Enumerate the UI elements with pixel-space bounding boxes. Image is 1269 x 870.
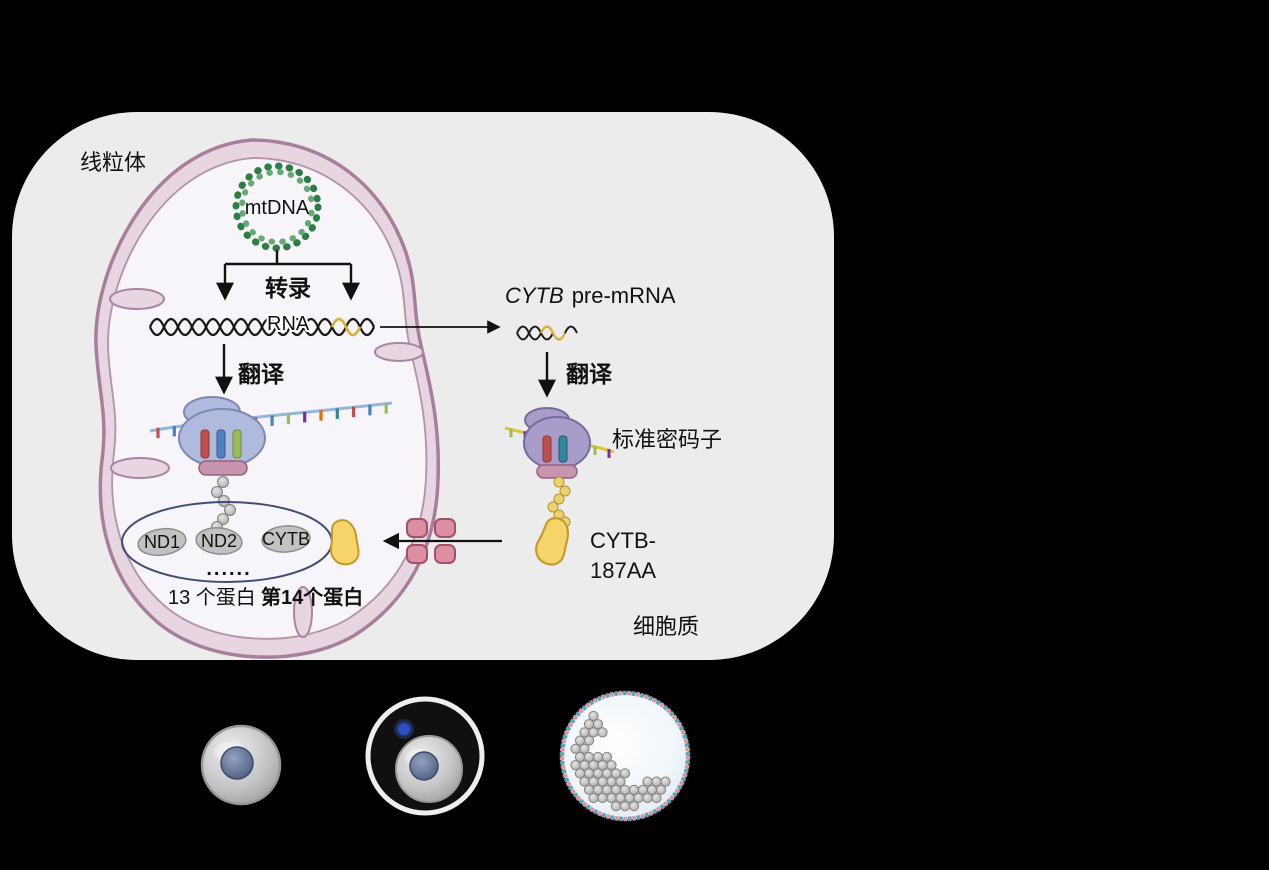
trna-2 [216,429,226,459]
ribosome-left [149,396,393,533]
trna-right-2 [558,435,568,463]
trna-3 [232,429,242,459]
translation-label-left: 翻译 [238,361,285,387]
cell-c-granule-cluster [570,710,671,812]
ribosome-small-subunit-right [536,464,578,479]
cell-a-nucleus [220,746,254,780]
cristae [109,288,424,638]
transcription-arrows [216,250,360,301]
ribosome-small-subunit [198,460,248,476]
protein-bean-nd2 [195,527,243,555]
channel-subunit-3 [406,544,428,564]
transcription-label: 转录 [265,275,311,301]
squiggle-yellow [539,325,567,341]
translation-label-right: 翻译 [566,361,613,387]
mtdna-plasmid: mtDNA [232,162,322,252]
squiggle-strand-2 [516,325,554,341]
protein-bean-cytb [261,525,311,553]
nascent-peptide-gray [211,476,236,533]
rna-label: RNA [267,313,310,335]
protein-bean-nd1 [137,527,187,557]
trna-1 [200,429,210,459]
membrane-channel [406,518,456,564]
rna-helix [148,317,376,337]
nascent-peptide-yellow [547,476,571,528]
mtdna-label: mtDNA [245,197,310,219]
protein-set-ellipse: ND1 ND2 CYTB ...... [121,501,333,583]
cell-c-membrane-pink-dots [559,690,691,822]
cell-b-blue-dot [396,721,412,737]
trna-right-1 [542,435,552,463]
pre-mrna-squiggle [516,325,578,341]
mtdna-ring-outer [232,162,322,252]
channel-subunit-4 [434,544,456,564]
ribosome-right [504,407,615,528]
mitochondrion-label: 线粒体 [80,150,146,175]
cytb-187aa-line2: 187AA [590,558,656,583]
cytoplasm-label: 细胞质 [633,614,699,639]
cell-b-nucleus [409,751,439,781]
rna-yellow-segment-2 [344,326,362,337]
cell-illustration-c [559,690,691,822]
cell-c-membrane-teal-dots [559,690,691,822]
cell-illustration-a [200,724,282,806]
pre-mrna-text: pre-mRNA [572,283,676,308]
channel-subunit-2 [434,518,456,538]
nd1-label: ND1 [144,532,180,552]
nd2-label: ND2 [201,531,237,551]
cytb-protein-cytosol [535,517,569,566]
cytb-187aa-line1: CYTB- [590,528,656,553]
cytb-protein-imported [329,519,360,566]
cell-illustration-b [365,696,485,816]
mitochondrion-inner-membrane [107,156,428,640]
thirteen-proteins-label: 13 个蛋白 [168,586,256,609]
branch-connector [225,250,351,266]
standard-codon-label: 标准密码子 [612,427,722,452]
cytb-gene-italic: CYTB [505,283,564,308]
channel-subunit-1 [406,518,428,538]
cytb-pre-mrna-label: CYTB pre-mRNA [505,283,676,308]
fourteenth-protein-label: 第14个蛋白 [261,585,363,609]
ellipsis-dots: ...... [206,558,251,580]
cytb-label: CYTB [262,529,310,549]
ribosome-large-subunit-right [523,416,591,470]
